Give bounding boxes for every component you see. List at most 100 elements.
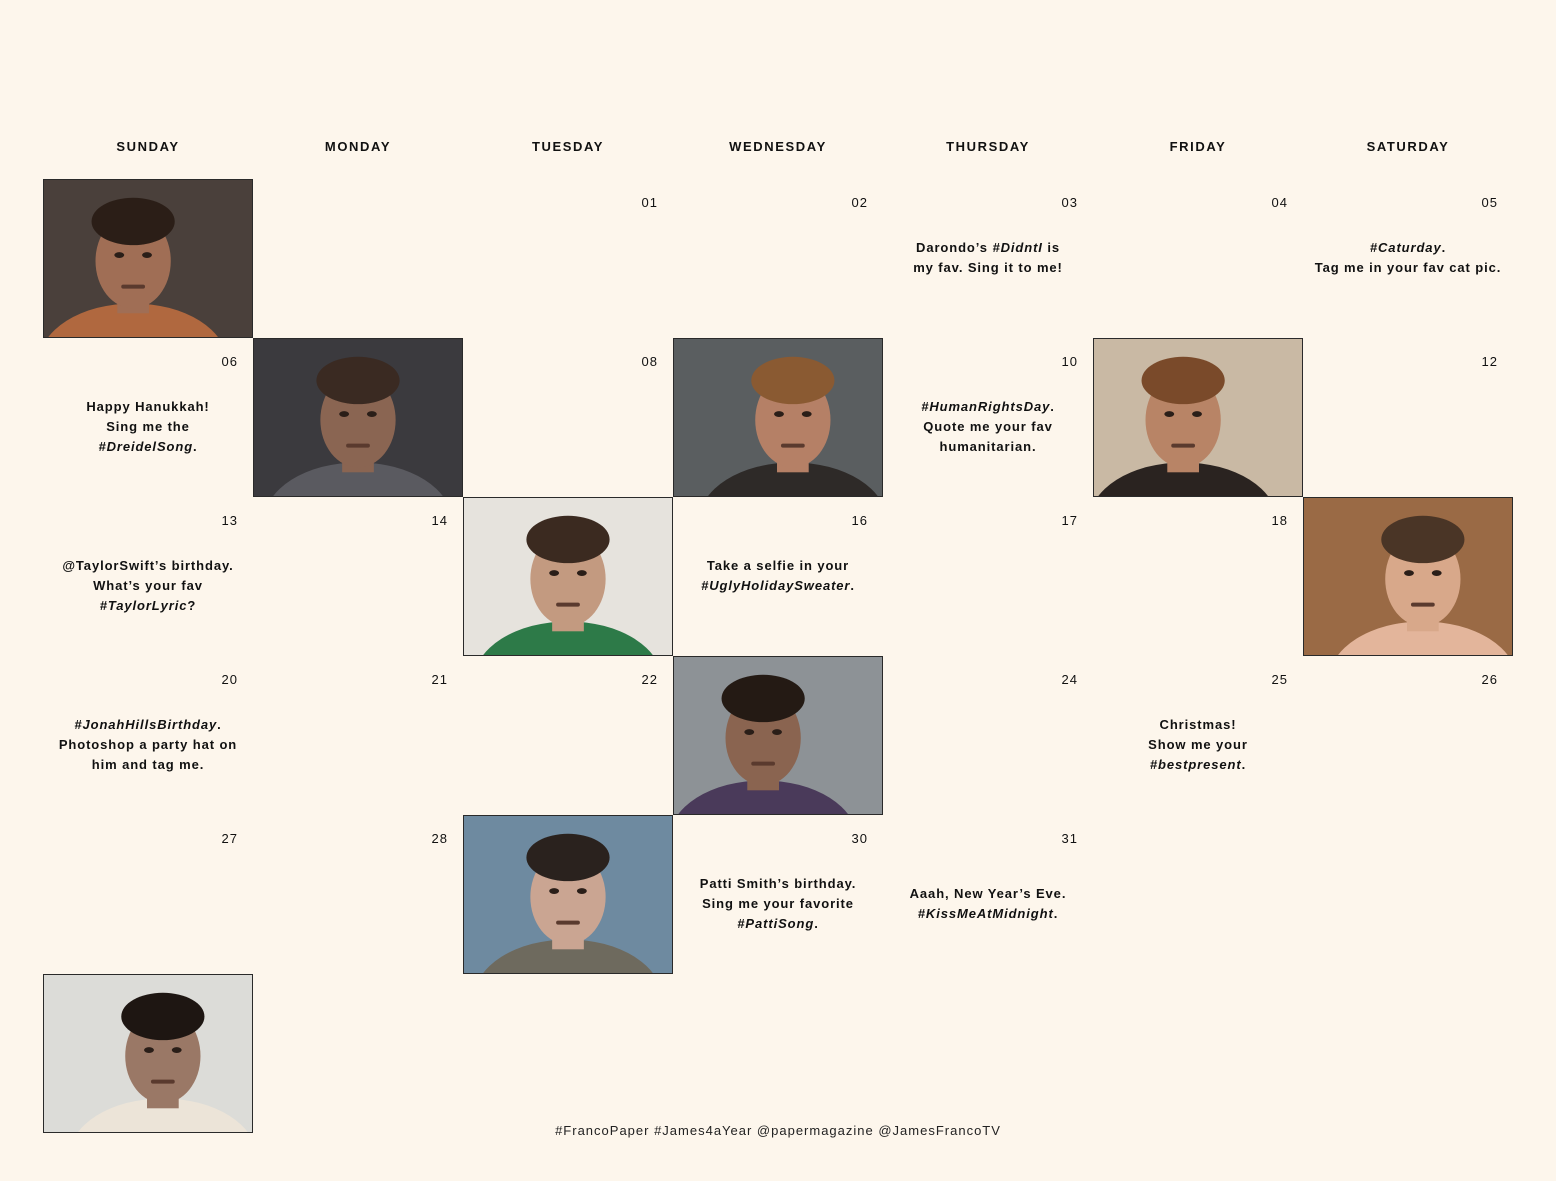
day-number: 01 [641, 195, 658, 210]
day-number: 18 [1271, 513, 1288, 528]
hashtag: #DreidelSong [98, 439, 194, 454]
day-number: 13 [221, 513, 238, 528]
selfie-photo [463, 815, 673, 974]
day-number: 22 [641, 672, 658, 687]
prompt-line: #TaylorLyric? [47, 596, 249, 616]
selfie-photo [463, 497, 673, 656]
hashtag: #PattiSong [737, 916, 815, 931]
day-cell-22: 22 [463, 656, 673, 815]
day-prompt: Darondo’s #DidntI is my fav. Sing it to m… [887, 238, 1089, 278]
day-prompt: Take a selfie in your #UglyHolidaySweater… [677, 556, 879, 596]
day-prompt: Patti Smith’s birthday.Sing me your favo… [677, 874, 879, 934]
weekday-header-thursday: THURSDAY [946, 139, 1030, 154]
prompt-text: @TaylorSwift’s birthday. [62, 558, 234, 573]
day-prompt: Happy Hanukkah!Sing me the#DreidelSong. [47, 397, 249, 457]
prompt-line: Take a selfie in your [677, 556, 879, 576]
prompt-text: Quote me your fav [923, 419, 1053, 434]
selfie-photo [1093, 338, 1303, 497]
prompt-line: #KissMeAtMidnight. [887, 904, 1089, 924]
prompt-line: #Caturday. [1307, 238, 1509, 258]
prompt-line: humanitarian. [887, 437, 1089, 457]
hashtag: #JonahHillsBirthday [74, 717, 218, 732]
weekday-header-saturday: SATURDAY [1366, 139, 1450, 154]
day-prompt: @TaylorSwift’s birthday. What’s your fav #… [47, 556, 249, 616]
prompt-text: Christmas! [1159, 717, 1237, 732]
weekday-header-wednesday: WEDNESDAY [729, 139, 827, 154]
prompt-text: . [193, 439, 198, 454]
portrait-image [44, 180, 252, 337]
prompt-line: What’s your fav [47, 576, 249, 596]
prompt-line: Show me your [1097, 735, 1299, 755]
prompt-line: @TaylorSwift’s birthday. [47, 556, 249, 576]
prompt-text: Darondo’s [916, 240, 993, 255]
hashtag: #DidntI [992, 240, 1043, 255]
day-number: 16 [851, 513, 868, 528]
portrait-image [464, 816, 672, 973]
prompt-text: . [814, 916, 819, 931]
portrait-image [44, 975, 252, 1132]
hashtag: #UglyHolidaySweater [701, 578, 851, 593]
day-cell-14: 14 [253, 497, 463, 656]
prompt-line: #DreidelSong. [47, 437, 249, 457]
prompt-text: Aaah, New Year’s Eve. [909, 886, 1067, 901]
day-number: 17 [1061, 513, 1078, 528]
portrait-image [674, 657, 882, 814]
day-cell-01: 01 [463, 179, 673, 338]
day-number: 24 [1061, 672, 1078, 687]
selfie-photo [673, 656, 883, 815]
day-prompt: Christmas!Show me your#bestpresent. [1097, 715, 1299, 775]
prompt-text: him and tag me. [91, 757, 205, 772]
day-cell-12: 12 [1303, 338, 1513, 497]
day-cell-13: 13 @TaylorSwift’s birthday. What’s your fa… [43, 497, 253, 656]
portrait-image [1094, 339, 1302, 496]
prompt-line: #HumanRightsDay. [887, 397, 1089, 417]
day-prompt: #HumanRightsDay. Quote me your fav humanit… [887, 397, 1089, 457]
prompt-text: . [850, 578, 855, 593]
day-number: 05 [1481, 195, 1498, 210]
prompt-line: Darondo’s #DidntI is [887, 238, 1089, 258]
day-cell-28: 28 [253, 815, 463, 974]
prompt-text: What’s your fav [93, 578, 203, 593]
day-number: 08 [641, 354, 658, 369]
prompt-text: ? [187, 598, 197, 613]
selfie-photo [673, 338, 883, 497]
day-number: 14 [431, 513, 448, 528]
day-cell-27: 27 [43, 815, 253, 974]
selfie-photo [43, 179, 253, 338]
prompt-line: my fav. Sing it to me! [887, 258, 1089, 278]
day-number: 28 [431, 831, 448, 846]
prompt-text: is [1042, 240, 1060, 255]
day-cell-26: 26 [1303, 656, 1513, 815]
prompt-text: . [1053, 906, 1059, 921]
day-cell-18: 18 [1093, 497, 1303, 656]
day-number: 10 [1061, 354, 1078, 369]
prompt-text: . [1050, 399, 1055, 414]
prompt-line: Happy Hanukkah! [47, 397, 249, 417]
day-cell-20: 20#JonahHillsBirthday.Photoshop a party … [43, 656, 253, 815]
prompt-text: . [1441, 240, 1447, 255]
hashtag: #bestpresent [1149, 757, 1242, 772]
weekday-header-monday: MONDAY [324, 139, 392, 154]
day-number: 27 [221, 831, 238, 846]
prompt-text: Photoshop a party hat on [58, 737, 238, 752]
prompt-line: Photoshop a party hat on [47, 735, 249, 755]
prompt-line: Tag me in your fav cat pic. [1307, 258, 1509, 278]
portrait-image [254, 339, 462, 496]
day-prompt: Aaah, New Year’s Eve. #KissMeAtMidnight. [887, 884, 1089, 924]
prompt-line: #PattiSong. [677, 914, 879, 934]
selfie-photo [43, 974, 253, 1133]
day-number: 25 [1271, 672, 1288, 687]
hashtag: #KissMeAtMidnight [917, 906, 1054, 921]
prompt-text: Show me your [1148, 737, 1248, 752]
prompt-line: #JonahHillsBirthday. [47, 715, 249, 735]
day-number: 12 [1481, 354, 1498, 369]
prompt-text: my fav. Sing it to me! [913, 260, 1063, 275]
portrait-image [674, 339, 882, 496]
day-cell-17: 17 [883, 497, 1093, 656]
day-number: 21 [431, 672, 448, 687]
